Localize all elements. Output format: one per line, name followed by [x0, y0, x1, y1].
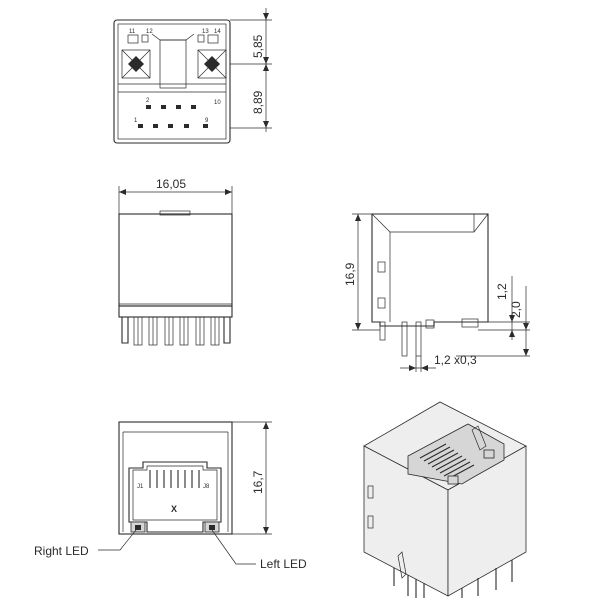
right-led-label: Right LED — [34, 544, 89, 558]
dim-16-05: 16,05 — [156, 177, 186, 191]
jack-contacts — [149, 470, 200, 488]
dim-2-0: 2,0 — [509, 301, 523, 318]
side-view-body — [371, 213, 489, 327]
pin-label-1: 1 — [134, 118, 138, 124]
rear-view-body — [118, 421, 233, 535]
pin-label-12: 12 — [146, 29, 153, 35]
front-view-body — [118, 213, 233, 307]
pin-label-10: 10 — [214, 100, 221, 106]
top-view-outline — [113, 19, 231, 144]
pin-label-13: 13 — [202, 29, 209, 35]
dim-1-2-vertical: 1,2 — [495, 283, 509, 300]
pin-label-9: 9 — [205, 118, 209, 124]
pin-label-11: 11 — [129, 29, 136, 35]
dim-1-2-x0-3: 1,2 x0,3 — [434, 353, 477, 367]
rear-view: J1 J8 X 16,7 Right LED Left LED — [34, 421, 307, 571]
top-view-dimensions — [230, 8, 272, 132]
dim-5-85: 5,85 — [251, 34, 265, 58]
dim-8-89: 8,89 — [251, 90, 265, 114]
pin-label-2: 2 — [146, 98, 150, 104]
front-view: 16,05 — [118, 177, 233, 346]
signal-pins — [138, 105, 208, 128]
mark-j8: J8 — [203, 484, 210, 490]
dim-16-9: 16,9 — [343, 262, 357, 286]
mounting-post-left — [121, 49, 151, 79]
pin-label-14: 14 — [214, 29, 221, 35]
mark-x: X — [171, 504, 177, 514]
mounting-post-right — [197, 49, 227, 79]
jack-opening — [128, 461, 222, 533]
left-led-label: Left LED — [260, 557, 307, 571]
top-view: 2 1 10 9 11 12 13 14 5,85 8,89 — [113, 8, 272, 144]
top-view-inner — [117, 23, 227, 140]
dim-16-7: 16,7 — [251, 470, 265, 494]
front-view-pins — [133, 316, 220, 346]
iso-pins — [393, 560, 513, 598]
isometric-view — [363, 401, 527, 598]
mark-j1: J1 — [137, 484, 144, 490]
side-view: 16,9 1,2 2,0 1,2 x0,3 — [343, 213, 530, 372]
